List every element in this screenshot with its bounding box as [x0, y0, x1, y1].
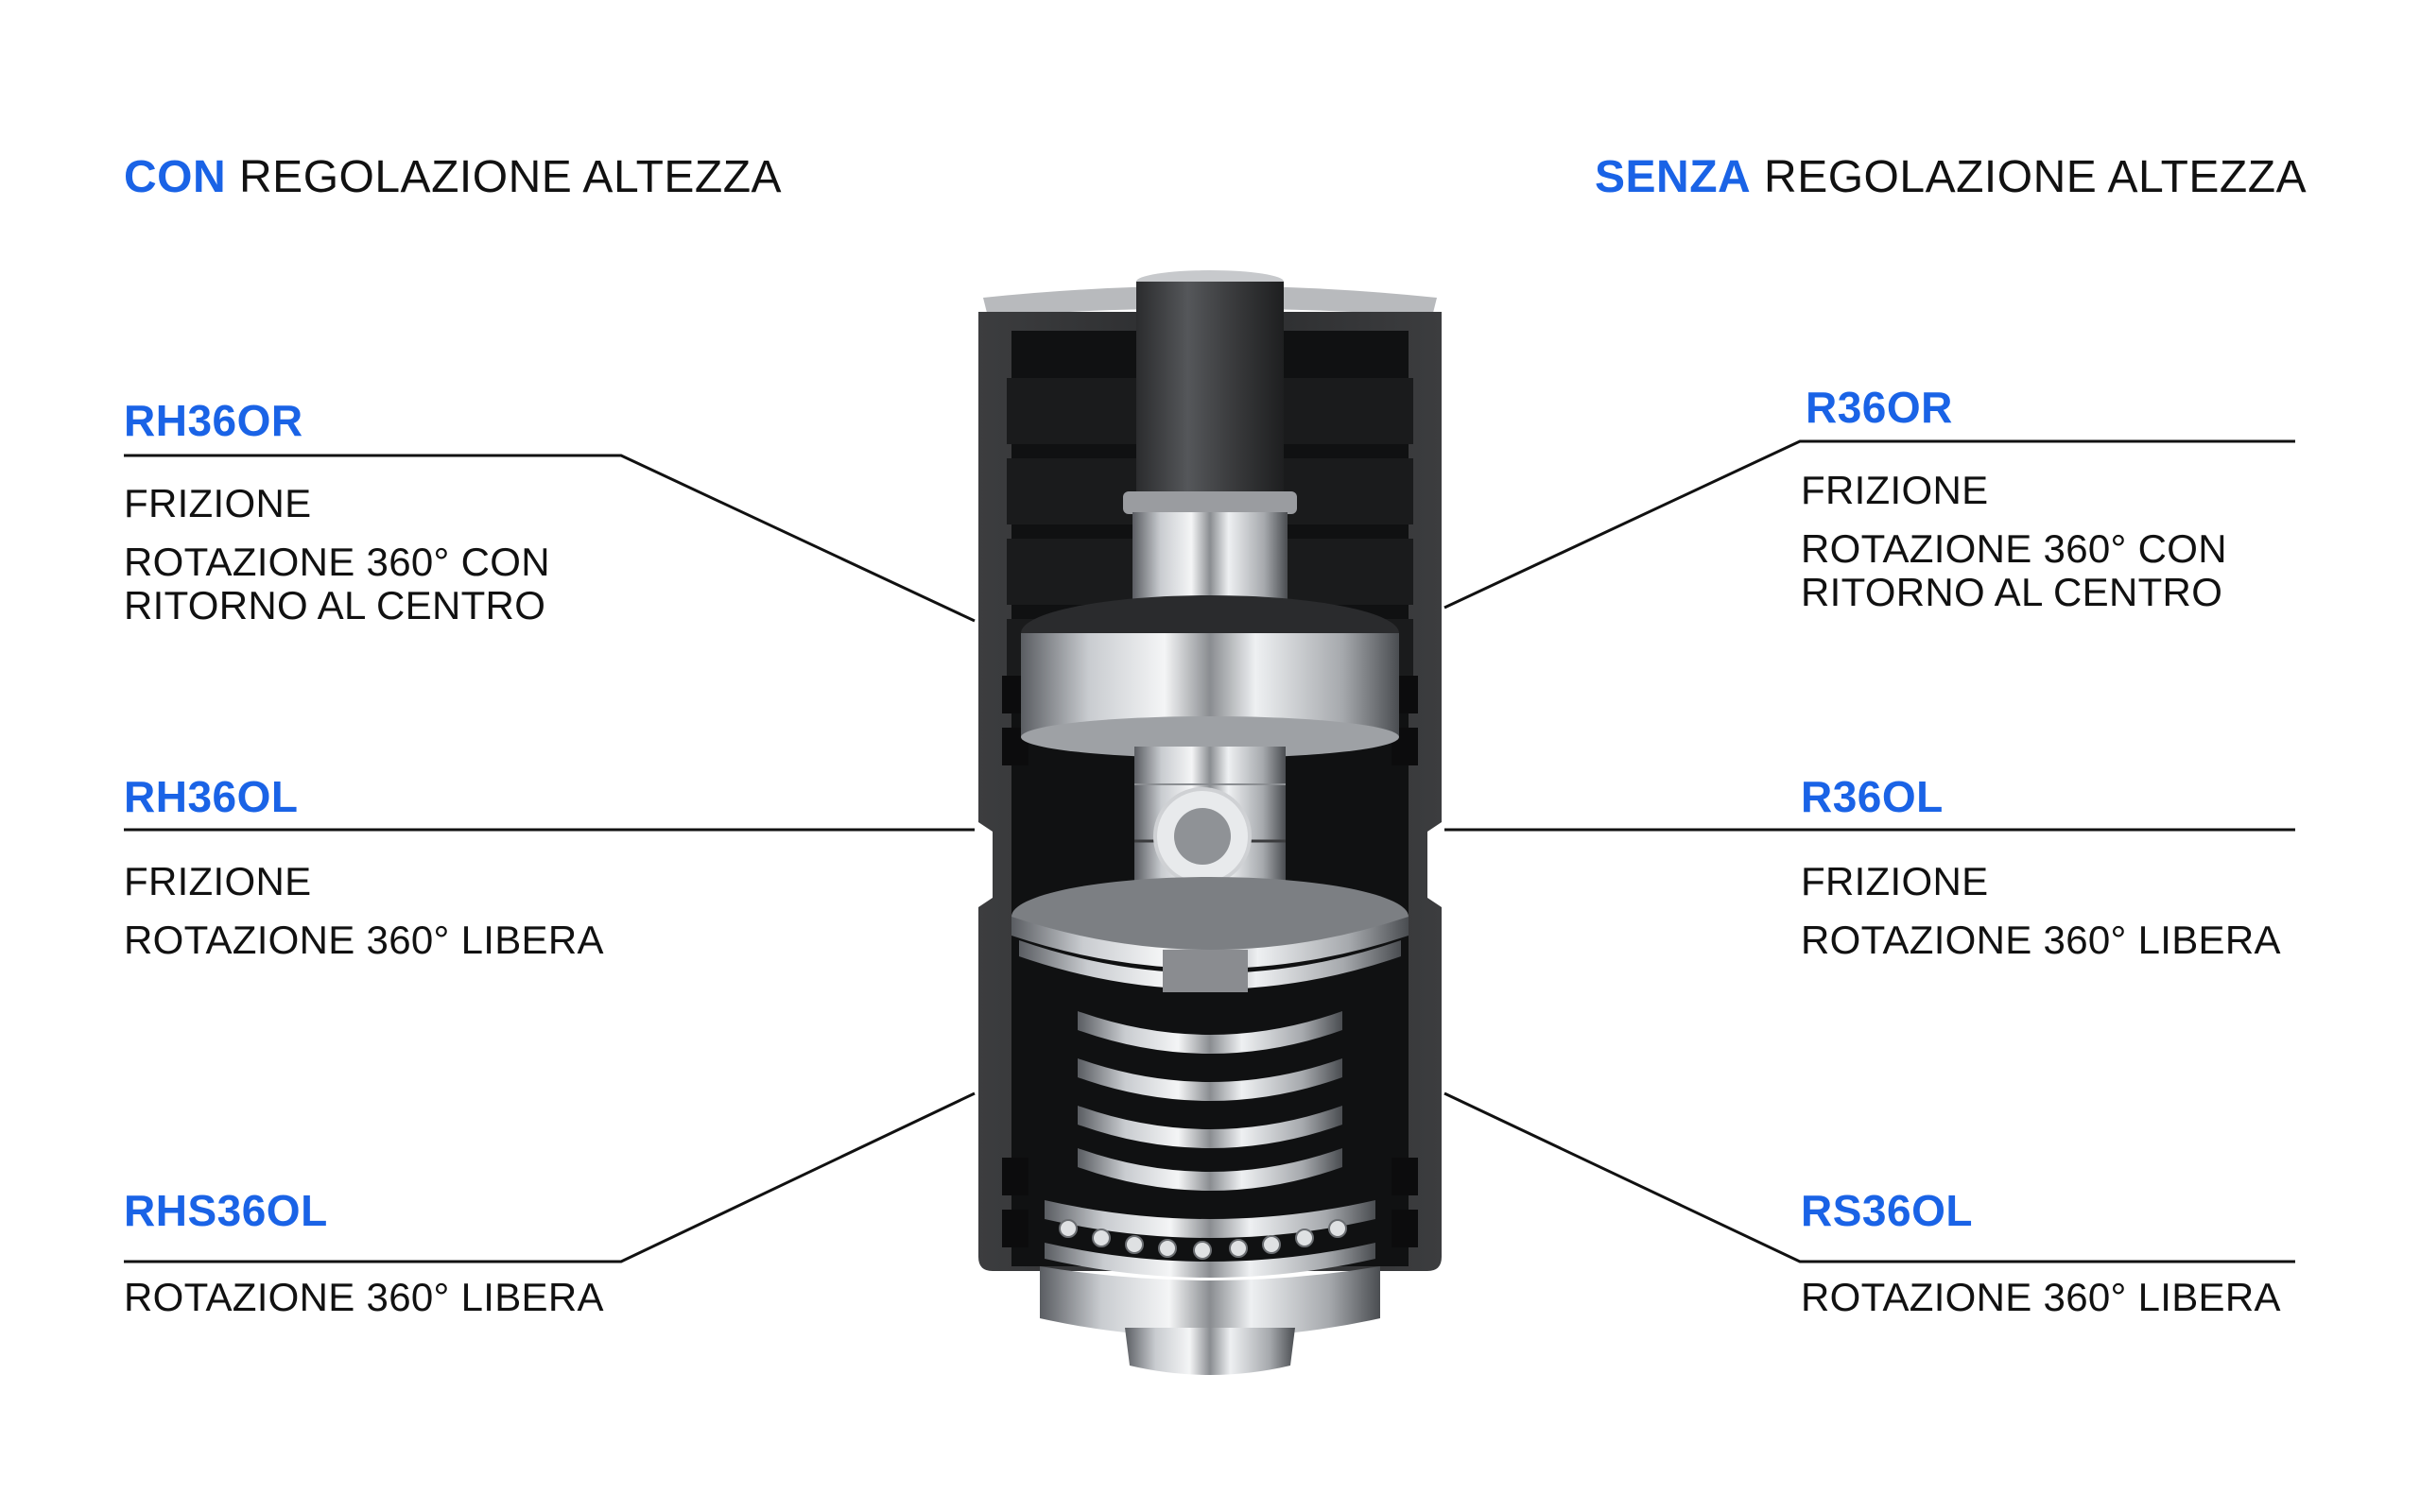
- callout-line-rhs36ol: [124, 1091, 976, 1263]
- feature-line: FRIZIONE: [124, 859, 312, 903]
- callout-line-r36or: [1443, 439, 2295, 610]
- feature-line: ROTAZIONE 360° CON: [1801, 526, 2227, 571]
- model-description-r36ol: FRIZIONE ROTAZIONE 360° LIBERA: [1801, 860, 2281, 977]
- model-code-rh36ol: RH36OL: [124, 772, 299, 821]
- header-accent: SENZA: [1595, 152, 1752, 202]
- product-cutaway-illustration: [978, 270, 1442, 1375]
- thrust-ball-bearing: [1045, 1200, 1375, 1278]
- model-description-rhs36ol: ROTAZIONE 360° LIBERA: [124, 1276, 604, 1334]
- model-code-rh36or: RH36OR: [124, 396, 303, 445]
- header-text: REGOLAZIONE ALTEZZA: [1751, 152, 2308, 202]
- cross-pin: [1153, 787, 1252, 885]
- header-with-height-adjustment: CON REGOLAZIONE ALTEZZA: [124, 151, 782, 203]
- feature-line: ROTAZIONE 360° LIBERA: [124, 1275, 604, 1319]
- bottom-base: [1040, 1266, 1380, 1375]
- model-code-r36or: R36OR: [1806, 383, 1953, 432]
- spring-coils: [1078, 1011, 1342, 1191]
- header-text: REGOLAZIONE ALTEZZA: [226, 152, 783, 202]
- feature-line: ROTAZIONE 360° LIBERA: [1801, 1275, 2281, 1319]
- model-description-rh36ol: FRIZIONE ROTAZIONE 360° LIBERA: [124, 860, 604, 977]
- upper-ball-bearing: [1021, 595, 1399, 758]
- feature-line: FRIZIONE: [1801, 468, 1989, 512]
- model-description-r36or: FRIZIONE ROTAZIONE 360° CON RITORNO AL C…: [1801, 469, 2227, 629]
- header-accent: CON: [124, 152, 227, 202]
- header-without-height-adjustment: SENZA REGOLAZIONE ALTEZZA: [1595, 151, 2307, 203]
- feature-line: ROTAZIONE 360° LIBERA: [1801, 918, 2281, 962]
- model-code-rs36ol: RS36OL: [1801, 1186, 1973, 1235]
- callout-line-rs36ol: [1443, 1091, 2295, 1263]
- model-code-rhs36ol: RHS36OL: [124, 1186, 328, 1235]
- feature-line: ROTAZIONE 360° LIBERA: [124, 918, 604, 962]
- feature-line: RITORNO AL CENTRO: [1801, 570, 2223, 614]
- feature-line: ROTAZIONE 360° CON: [124, 540, 550, 584]
- feature-line: RITORNO AL CENTRO: [124, 583, 546, 627]
- model-description-rs36ol: ROTAZIONE 360° LIBERA: [1801, 1276, 2281, 1334]
- callout-line-rh36or: [124, 454, 976, 623]
- model-description-rh36or: FRIZIONE ROTAZIONE 360° CON RITORNO AL C…: [124, 482, 550, 643]
- upper-shaft: [1123, 270, 1297, 626]
- friction-disc: [1011, 877, 1409, 992]
- feature-line: FRIZIONE: [1801, 859, 1989, 903]
- model-code-r36ol: R36OL: [1801, 772, 1944, 821]
- feature-line: FRIZIONE: [124, 481, 312, 525]
